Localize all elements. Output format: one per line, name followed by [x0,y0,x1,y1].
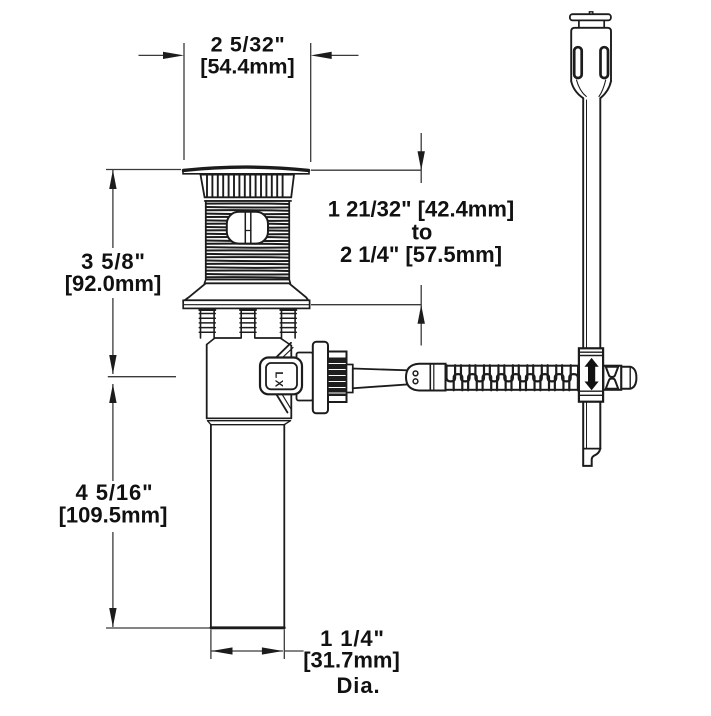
svg-text:2 1/4" [57.5mm]: 2 1/4" [57.5mm] [340,242,502,267]
svg-text:[31.7mm]: [31.7mm] [303,648,400,673]
svg-text:LX: LX [273,372,285,389]
svg-text:1 1/4": 1 1/4" [320,626,385,651]
svg-text:[54.4mm]: [54.4mm] [200,54,294,78]
svg-text:3 5/8": 3 5/8" [81,249,146,274]
svg-text:4 5/16": 4 5/16" [76,480,154,505]
svg-text:1 21/32" [42.4mm]: 1 21/32" [42.4mm] [328,197,515,222]
svg-text:[109.5mm]: [109.5mm] [59,503,168,528]
svg-text:2 5/32": 2 5/32" [211,33,286,57]
svg-text:to: to [412,220,433,245]
svg-text:Dia.: Dia. [337,673,381,698]
svg-text:[92.0mm]: [92.0mm] [65,271,162,296]
